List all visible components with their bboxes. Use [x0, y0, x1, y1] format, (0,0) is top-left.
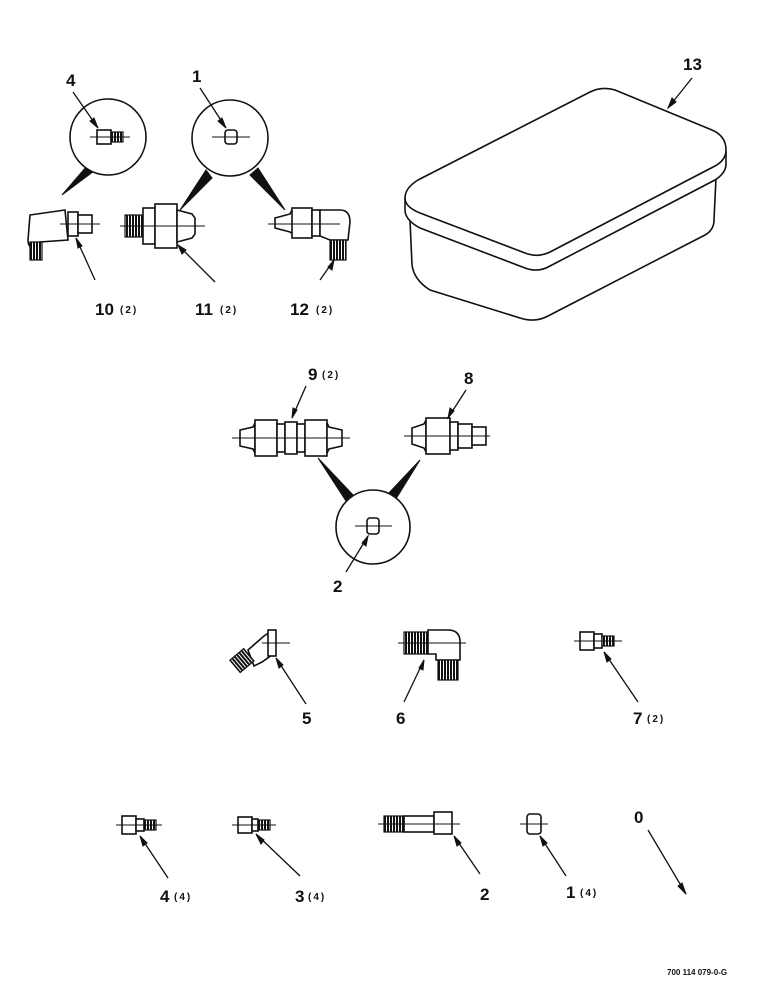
elbow-fitting-part-12: [268, 207, 351, 261]
storage-box-part-13: [404, 87, 727, 321]
male-connector-part-8: [404, 417, 490, 455]
svg-text:7: 7: [633, 709, 642, 728]
svg-text:(4): (4): [308, 892, 326, 903]
callout-13: 13: [666, 55, 702, 110]
adapter-part-7: [574, 631, 622, 651]
svg-text:0: 0: [634, 808, 643, 827]
svg-text:11: 11: [195, 300, 213, 319]
svg-text:(2): (2): [322, 370, 340, 381]
union-fitting-part-11: [120, 203, 205, 249]
callout-0: 0: [634, 808, 687, 895]
svg-text:2: 2: [333, 577, 342, 596]
svg-text:12: 12: [290, 300, 309, 319]
svg-text:4: 4: [160, 887, 170, 906]
callout-11: 11 (2): [176, 243, 238, 319]
callout-12: 12 (2): [290, 258, 335, 319]
svg-text:(2): (2): [220, 305, 238, 316]
callout-10: 10 (2): [75, 237, 138, 319]
svg-text:2: 2: [480, 885, 489, 904]
svg-text:(4): (4): [580, 888, 598, 899]
detail-circle-part-4: [61, 98, 147, 196]
elbow-fitting-part-10: [27, 209, 100, 261]
svg-text:(2): (2): [316, 305, 334, 316]
svg-text:5: 5: [302, 709, 311, 728]
svg-text:10: 10: [95, 300, 114, 319]
callout-4-bottom: 4 (4): [139, 835, 192, 906]
svg-text:8: 8: [464, 369, 473, 388]
svg-text:(2): (2): [120, 305, 138, 316]
callout-1-top: 1: [192, 67, 227, 129]
svg-text:9: 9: [308, 365, 317, 384]
callout-9: 9 (2): [291, 365, 340, 419]
nut-part-4: [116, 815, 162, 835]
callout-1-bottom: 1 (4): [539, 835, 598, 902]
callout-6: 6: [396, 659, 425, 728]
callout-2-center: 2: [333, 534, 369, 596]
drawing-code: 700 114 079-0-G: [667, 968, 727, 977]
svg-text:6: 6: [396, 709, 405, 728]
callout-8: 8: [447, 369, 473, 420]
svg-text:3: 3: [295, 887, 304, 906]
elbow-45-part-5: [229, 629, 290, 674]
svg-text:1: 1: [192, 67, 201, 86]
sleeve-part-1: [520, 813, 548, 835]
detail-circle-part-2: [317, 457, 421, 565]
callout-5: 5: [275, 657, 311, 728]
detail-circle-part-1: [179, 99, 286, 211]
svg-text:(4): (4): [174, 892, 192, 903]
callout-2-bottom: 2: [453, 835, 489, 904]
nut-part-3: [232, 816, 276, 834]
svg-text:13: 13: [683, 55, 702, 74]
callout-7: 7 (2): [603, 651, 665, 728]
callout-3: 3 (4): [255, 833, 326, 906]
svg-text:4: 4: [66, 71, 76, 90]
elbow-90-part-6: [398, 629, 466, 681]
union-fitting-part-9: [232, 419, 350, 457]
pipe-nipple-part-2: [378, 811, 460, 835]
svg-text:(2): (2): [647, 714, 665, 725]
callout-4-top: 4: [66, 71, 99, 129]
svg-text:1: 1: [566, 883, 575, 902]
